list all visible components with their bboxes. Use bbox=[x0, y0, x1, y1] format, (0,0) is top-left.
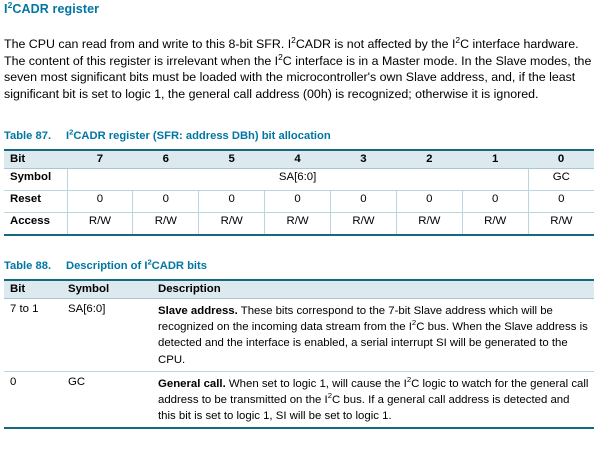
table-row: 0 GC General call. When set to logic 1, … bbox=[4, 371, 594, 430]
superscript-two: 2 bbox=[147, 257, 152, 267]
paragraph-segment-2: CADR is not affected by the I bbox=[295, 37, 456, 52]
table-88-header-symbol: Symbol bbox=[68, 279, 158, 299]
table-87-caption: Table 87. I2CADR register (SFR: address D… bbox=[4, 127, 331, 142]
table-87-header-bit-4: 4 bbox=[264, 149, 331, 169]
table-row: Symbol SA[6:0] GC bbox=[4, 168, 594, 191]
table-87-reset-bit-2: 0 bbox=[396, 190, 463, 213]
table-row: 7 to 1 SA[6:0] Slave address. These bits… bbox=[4, 298, 594, 372]
table-87-body: Symbol SA[6:0] GC Reset 0 0 0 0 0 0 0 0 … bbox=[4, 168, 594, 236]
table-87-reset-bit-0: 0 bbox=[528, 190, 594, 213]
table-88-row-1-bit: 7 to 1 bbox=[4, 298, 68, 372]
table-87-header-bit: Bit bbox=[4, 149, 67, 169]
superscript-two: 2 bbox=[291, 35, 296, 46]
table-88-row-2-symbol: GC bbox=[68, 371, 158, 430]
table-87-head: Bit 7 6 5 4 3 2 1 0 bbox=[4, 149, 594, 169]
table-87-access-bit-4: R/W bbox=[264, 212, 331, 236]
table-87-header-bit-7: 7 bbox=[67, 149, 133, 169]
table-88-header-bit: Bit bbox=[4, 279, 68, 299]
table-87-access-bit-3: R/W bbox=[330, 212, 397, 236]
table-88-caption-post: CADR bits bbox=[151, 260, 207, 272]
table-87-reset-bit-3: 0 bbox=[330, 190, 397, 213]
table-87-bit-allocation: Bit 7 6 5 4 3 2 1 0 Symbol SA[6:0] GC Re… bbox=[4, 149, 594, 236]
page-title: I2CADR register bbox=[4, 0, 100, 16]
table-88-row-2-desc-term: General call. bbox=[158, 377, 226, 390]
table-87-header-bit-0: 0 bbox=[528, 149, 594, 169]
table-87-header-bit-1: 1 bbox=[462, 149, 529, 169]
section-heading-superscript: 2 bbox=[7, 0, 13, 10]
table-87-access-bit-6: R/W bbox=[132, 212, 200, 236]
table-88-row-2-desc-seg-3: C bus. If a general call address is dete… bbox=[158, 394, 570, 423]
table-88-row-2-desc-seg-1: When set to logic 1, will cause the I bbox=[225, 377, 407, 390]
table-88-row-2-description: General call. When set to logic 1, will … bbox=[158, 371, 594, 430]
table-row: Reset 0 0 0 0 0 0 0 0 bbox=[4, 190, 594, 213]
table-88-row-1-desc-term: Slave address. bbox=[158, 305, 238, 317]
table-87-caption-number: Table 87. bbox=[4, 130, 52, 142]
table-87-access-bit-5: R/W bbox=[198, 212, 266, 236]
paragraph-segment-1: The CPU can read from and write to this … bbox=[4, 37, 292, 52]
superscript-two: 2 bbox=[455, 35, 461, 46]
superscript-two: 2 bbox=[327, 391, 333, 401]
table-88-body: 7 to 1 SA[6:0] Slave address. These bits… bbox=[4, 298, 594, 430]
table-87-caption-post: CADR register (SFR: address DBh) bit all… bbox=[73, 130, 331, 142]
table-87-reset-bit-1: 0 bbox=[462, 190, 529, 213]
table-87-reset-bit-4: 0 bbox=[264, 190, 331, 213]
section-heading-pre: I bbox=[4, 2, 8, 16]
table-88-row-1-desc-seg-1: These bits correspond to the 7-bit Slave… bbox=[158, 305, 553, 334]
table-87-reset-bit-7: 0 bbox=[67, 190, 134, 213]
table-87-header-bit-3: 3 bbox=[330, 149, 397, 169]
table-87-header-bit-2: 2 bbox=[396, 149, 463, 169]
table-88-caption: Table 88. Description of I2CADR bits bbox=[4, 257, 207, 272]
table-88-row-1-desc-seg-2: C bus. When the Slave address is detecte… bbox=[158, 321, 588, 366]
table-87-access-bit-2: R/W bbox=[396, 212, 463, 236]
table-88-row-1-description: Slave address. These bits correspond to … bbox=[158, 298, 594, 372]
table-87-symbol-gc: GC bbox=[528, 168, 594, 191]
paragraph-segment-3: C interface hardware. The content of thi… bbox=[4, 37, 579, 68]
intro-paragraph: The CPU can read from and write to this … bbox=[4, 36, 592, 102]
table-87-row-label-symbol: Symbol bbox=[4, 168, 68, 191]
table-87-access-bit-1: R/W bbox=[462, 212, 529, 236]
table-88-caption-number: Table 88. bbox=[4, 260, 52, 272]
table-87-row-label-reset: Reset bbox=[4, 190, 68, 213]
table-87-access-bit-7: R/W bbox=[67, 212, 134, 236]
table-87-reset-bit-6: 0 bbox=[132, 190, 200, 213]
table-88-bit-description: Bit Symbol Description 7 to 1 SA[6:0] Sl… bbox=[4, 279, 594, 430]
table-87-row-label-access: Access bbox=[4, 212, 68, 236]
superscript-two: 2 bbox=[411, 318, 417, 328]
table-88-caption-pre: Description of I bbox=[66, 260, 148, 272]
superscript-two: 2 bbox=[69, 127, 74, 137]
table-88-head: Bit Symbol Description bbox=[4, 279, 594, 299]
superscript-two: 2 bbox=[406, 375, 412, 385]
table-88-row-2-bit: 0 bbox=[4, 371, 68, 430]
section-heading-post: CADR register bbox=[12, 2, 100, 16]
table-88-header-row: Bit Symbol Description bbox=[4, 279, 594, 299]
table-88-row-1-symbol: SA[6:0] bbox=[68, 298, 158, 372]
superscript-two: 2 bbox=[278, 51, 283, 62]
table-row: Access R/W R/W R/W R/W R/W R/W R/W R/W bbox=[4, 212, 594, 236]
table-87-reset-bit-5: 0 bbox=[198, 190, 266, 213]
table-88-row-2-desc-seg-2: C logic to watch for the general call ad… bbox=[158, 377, 589, 407]
table-87-header-bit-5: 5 bbox=[198, 149, 265, 169]
table-87-caption-pre: I bbox=[66, 130, 70, 142]
table-88-header-description: Description bbox=[158, 279, 594, 299]
paragraph-segment-4: C interface is in a Master mode. In the … bbox=[4, 53, 592, 102]
table-87-symbol-sa: SA[6:0] bbox=[67, 168, 529, 191]
table-87-access-bit-0: R/W bbox=[528, 212, 594, 236]
table-87-header-row: Bit 7 6 5 4 3 2 1 0 bbox=[4, 149, 594, 169]
table-87-header-bit-6: 6 bbox=[132, 149, 199, 169]
